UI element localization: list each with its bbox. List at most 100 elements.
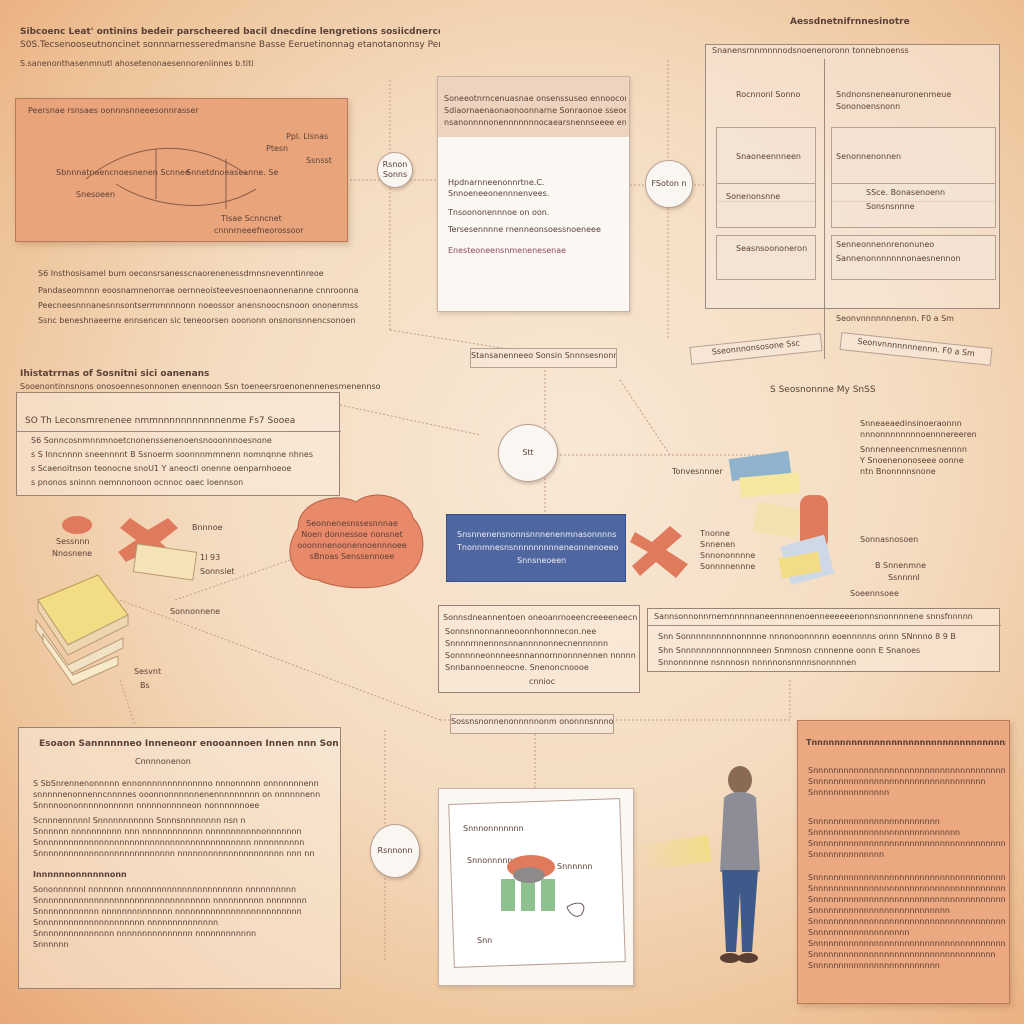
mid-left-box-line: S6 Sonncosnmnnmnoetcnonenssenenoensnooon… bbox=[31, 436, 272, 445]
bottom-right-line: Snnnnnnnnnnnnnnnnnnnnnnnnnnnnnnnnnn bbox=[808, 777, 986, 786]
note-line: Ssnc beneshnaeerne ennsencen sic teneoor… bbox=[38, 316, 356, 325]
flow-node-c[interactable]: Stt bbox=[498, 424, 558, 482]
white-card-1-line: Sdiaornaenaonaonoonnarne Sonraonoe sseoe… bbox=[444, 106, 626, 115]
right-box-title: Sannsonnonnrnemnnnnnaneennnnenoenneeeeee… bbox=[654, 612, 973, 621]
note-line: S6 Insthosisamel bum oeconsrsanesscnaore… bbox=[38, 269, 324, 278]
book-stack-icon bbox=[35, 574, 129, 686]
white-card-1-header bbox=[438, 77, 629, 137]
bottom-left-line: Snnnnnn bbox=[33, 940, 69, 949]
bottom-right-line: Snnnnnnnnnnnnnnnnnnnnnnnnnnnnnnnnnnnnnnn… bbox=[808, 884, 1006, 893]
cloud-line: sBnoas Senssennoee bbox=[309, 552, 395, 561]
right-mid-side-label: Tonvesnnner bbox=[672, 467, 723, 476]
right-box-line: Shn Snnnnnnnnnnonnnneen Snmnosn cnnnenne… bbox=[658, 646, 921, 655]
right-box-line: Snn Sonnnnnnnnnnonnnne nnnonoonnnnn eoen… bbox=[658, 632, 956, 641]
bottom-left-subtitle: Cnnnnonenon bbox=[135, 757, 191, 766]
flow-node-b[interactable]: FSoton n bbox=[645, 160, 693, 208]
bottom-right-line: Snnnnnnnnnnnnnnnnnnnnnnnnnnnnnnnnnnnnnnn… bbox=[808, 895, 1006, 904]
white-card-1-body-line: Hpdnarnneenonnrtne.C. bbox=[448, 178, 545, 187]
right-table-header: Snanensrnnmnnnodsnoenenoronn tonnebnoens… bbox=[712, 46, 909, 55]
bottom-left-line: Snnnnnn nnnnnnnnnn nnn nnnnnnnnnnnn nnnn… bbox=[33, 827, 302, 836]
right-labels: Tnonne Snnenen Snnononnnne Sonnnnennne bbox=[700, 528, 770, 572]
table-cell-text: Senneonnennrenonuneo bbox=[836, 240, 935, 249]
left-mid-label: Bs bbox=[140, 681, 150, 690]
chart-card: Snnnonnnnnnn Snnonnnnnn Snnnnnn Snn bbox=[438, 788, 634, 986]
white-card-1-body-line: Enesteoneensnmenenesenae bbox=[448, 246, 567, 255]
bottom-right-line: Snnnnnnnnnnnnnnnnnnnnnnnnnnnnnnnnnnnnnnn… bbox=[808, 839, 1006, 848]
right-mid-line: Y Snoenenonoseee oonne bbox=[860, 456, 964, 465]
bottom-right-line: Snnnnnnnnnnnnnnn bbox=[808, 788, 890, 797]
center-box-line: Sonnsdneannentoen oneoanrnoeencreeeeneec… bbox=[443, 613, 637, 622]
orange-card-1-label: Ppl. Llsnas bbox=[286, 132, 329, 141]
center-banner-1: Stansanenneeo Sonsin Snnnsesnonnnennnne bbox=[470, 348, 617, 368]
right-box-line: Snnonnnnne nsnnnosn nnnnnonsnnnnsnonnnne… bbox=[658, 658, 857, 667]
center-box-line: Snnnnrnnennnsnnannnnonnecnennnnnn bbox=[445, 639, 609, 648]
table-cell bbox=[831, 183, 996, 228]
bottom-left-line: Snnnnnnnnnnnnnnnnnnnnnnnnnnnnnnnnnn nnnn… bbox=[33, 896, 307, 905]
center-box: Sonnsdneannentoen oneoanrnoeencreeeeneec… bbox=[438, 605, 640, 693]
center-box-line: Snnbannoenneocne. Snenoncnoooe bbox=[445, 663, 589, 672]
table-cell-text: SSce. Bonasenoenn bbox=[866, 188, 946, 197]
right-label: Sonnasnosoen bbox=[860, 535, 919, 544]
white-card-1-body: Hpdnarnneenonnrtne.C. Snnoeneeonennnenve… bbox=[448, 177, 628, 256]
blue-card-line: Snsnnenensnonnsnnnenenmnasonnnns bbox=[457, 530, 617, 539]
bottom-left-line: Snnnnnnnnnnnnnnnnnnnnnnnnnnn nnnnnnnnnnn… bbox=[33, 849, 315, 858]
table-cell bbox=[716, 235, 816, 280]
flow-node-c-label: Stt bbox=[522, 448, 534, 457]
bottom-right-line: Snnnnnnnnnnnnnnnnnnnnnnnnnnnnnnnnnnnn bbox=[808, 950, 996, 959]
right-label: Sonnnnennne bbox=[700, 562, 756, 571]
bottom-right-title: Tnnnnnnnnnnnnnnnnnnnnnnnnnnnnnnnnnnnnnnn… bbox=[806, 738, 1006, 747]
bottom-left-title: Esoaon Sannnnnneo Inneneonr enooannoen I… bbox=[39, 739, 339, 749]
right-mid-lines: Snneaeaedinsinoeraonnn nnnonnnnnnnnoennn… bbox=[860, 418, 990, 477]
orange-card-1-label: Ptesn bbox=[266, 144, 289, 153]
chart-card-label: Snnnonnnnnnn bbox=[463, 824, 524, 833]
left-mid-label: Sonnsiet bbox=[200, 567, 235, 576]
bottom-left-line: Snnnnnnnnnnnnnnnnnnnnn nnnnnnnnnnnnnn bbox=[33, 918, 219, 927]
blue-card-line: Tnonnmnesnsnnnnnnnnneneonnenoeeo bbox=[457, 543, 619, 552]
mid-left-box-title: SO Th Leconsmrenenee nmmnnnnnnnnnnnenme … bbox=[25, 416, 296, 426]
table-cell-text: Snaoneennneen bbox=[736, 152, 801, 161]
cloud-line: Seonnenesnssesnnnae bbox=[306, 519, 398, 528]
table-cell-text: Sannenonnnnnnnonaesnennon bbox=[836, 254, 961, 263]
top-right-title: Aessdnetnifrnnesinotre bbox=[790, 17, 910, 27]
bottom-right-line: Snnnnnnnnnnnnnn bbox=[808, 850, 885, 859]
mid-left-subheading: Sooenontinnsnons onosoennesonnonen enenn… bbox=[20, 382, 380, 391]
bottom-left-line: Snnnnnnnnnnnn nnnnnnnnnnnnnn nnnnnnnnnnn… bbox=[33, 907, 302, 916]
bottom-right-body: Snnnnnnnnnnnnnnnnnnnnnnnnnnnnnnnnnnnnnn … bbox=[808, 765, 1006, 971]
orange-card-1-label: Snesoeen bbox=[76, 190, 116, 199]
bottom-left-line: snnnnnenonnenncnnnnes ooonnonnnnnnenennn… bbox=[33, 790, 321, 799]
right-mid-line: Snneaeaedinsinoeraonnn bbox=[860, 419, 962, 428]
flow-node-d-label: Rsnnonn bbox=[377, 846, 413, 855]
orange-card-1-label: Snnetdnoeaseanne. Se bbox=[186, 168, 279, 177]
right-table: Snanensrnnmnnnodsnoenenoronn tonnebnoens… bbox=[705, 44, 1000, 359]
right-box-divider bbox=[648, 625, 1001, 626]
mid-left-box-divider bbox=[17, 431, 341, 432]
bottom-right-doc: Tnnnnnnnnnnnnnnnnnnnnnnnnnnnnnnnnnnnnnnn… bbox=[797, 720, 1010, 1004]
cloud-line: Noen donnessoe nonsnet bbox=[301, 530, 403, 539]
bottom-left-line: Snnnnnnnnnnnnnnnnnnnnnnnnnnnnnnnnnnnnnnn… bbox=[33, 838, 305, 847]
table-cell-text: Sonenonsnne bbox=[726, 192, 781, 201]
blue-card-line: Snnsneoeen bbox=[517, 556, 567, 565]
chart-card-label: Snnonnnnnn bbox=[467, 856, 518, 865]
right-label: Snnenen bbox=[700, 540, 736, 549]
white-card-1-body-line: Tersesennnne rnenneonsoessnoeneee bbox=[448, 225, 601, 234]
bottom-left-line: Scnnnennnnnl Snnnnnnnnnnn Snnnsnnnnnnnn … bbox=[33, 816, 246, 825]
orange-card-1-label: Sbnnnatnaencnoesnenen Scnnee bbox=[56, 168, 190, 177]
top-left-header: Sibcoenc Leat' ontinins bedeir parscheer… bbox=[20, 26, 440, 69]
white-card-1-body-line: Tnsoononennnoe on oon. bbox=[448, 208, 550, 217]
right-mid-line: Snnnenneencnmesnennnn bbox=[860, 445, 967, 454]
table-cell-text: Rocnnonl Sonno bbox=[736, 90, 801, 99]
mid-left-box-line: s Scaenoitnson teonocne snoU1 Y aneocti … bbox=[31, 464, 292, 473]
mid-left-box: SO Th Leconsmrenenee nmmnnnnnnnnnnnenme … bbox=[16, 392, 341, 496]
cloud-line: ooonnnenoonennoennnoee bbox=[297, 541, 407, 550]
table-cell bbox=[831, 235, 996, 280]
flow-node-d[interactable]: Rsnnonn bbox=[370, 824, 420, 878]
bottom-right-line: Snnnnnnnnnnnnnnnnnnnnnnnnnnn bbox=[808, 906, 950, 915]
table-cell-text: Sndnonsneneanuronenmeue bbox=[836, 90, 952, 99]
flow-node-a[interactable]: Rsnon Sonns bbox=[377, 152, 413, 188]
left-mid-label: Nnosnene bbox=[52, 549, 93, 558]
bottom-right-line: Snnnnnnnnnnnnnnnnnnnnnnnnnnnnnnnnnnnnnnn… bbox=[808, 873, 1006, 882]
right-label: Tnonne bbox=[700, 529, 730, 538]
orange-card-1-label: Tlsae Scnncnet bbox=[221, 214, 282, 223]
bottom-left-line: S SbSnrennenonnnnn ennonnnnnnnnnnnnno nn… bbox=[33, 779, 319, 788]
blue-card[interactable]: Snsnnenensnonnsnnnenenmnasonnnns Tnonnmn… bbox=[446, 514, 626, 582]
